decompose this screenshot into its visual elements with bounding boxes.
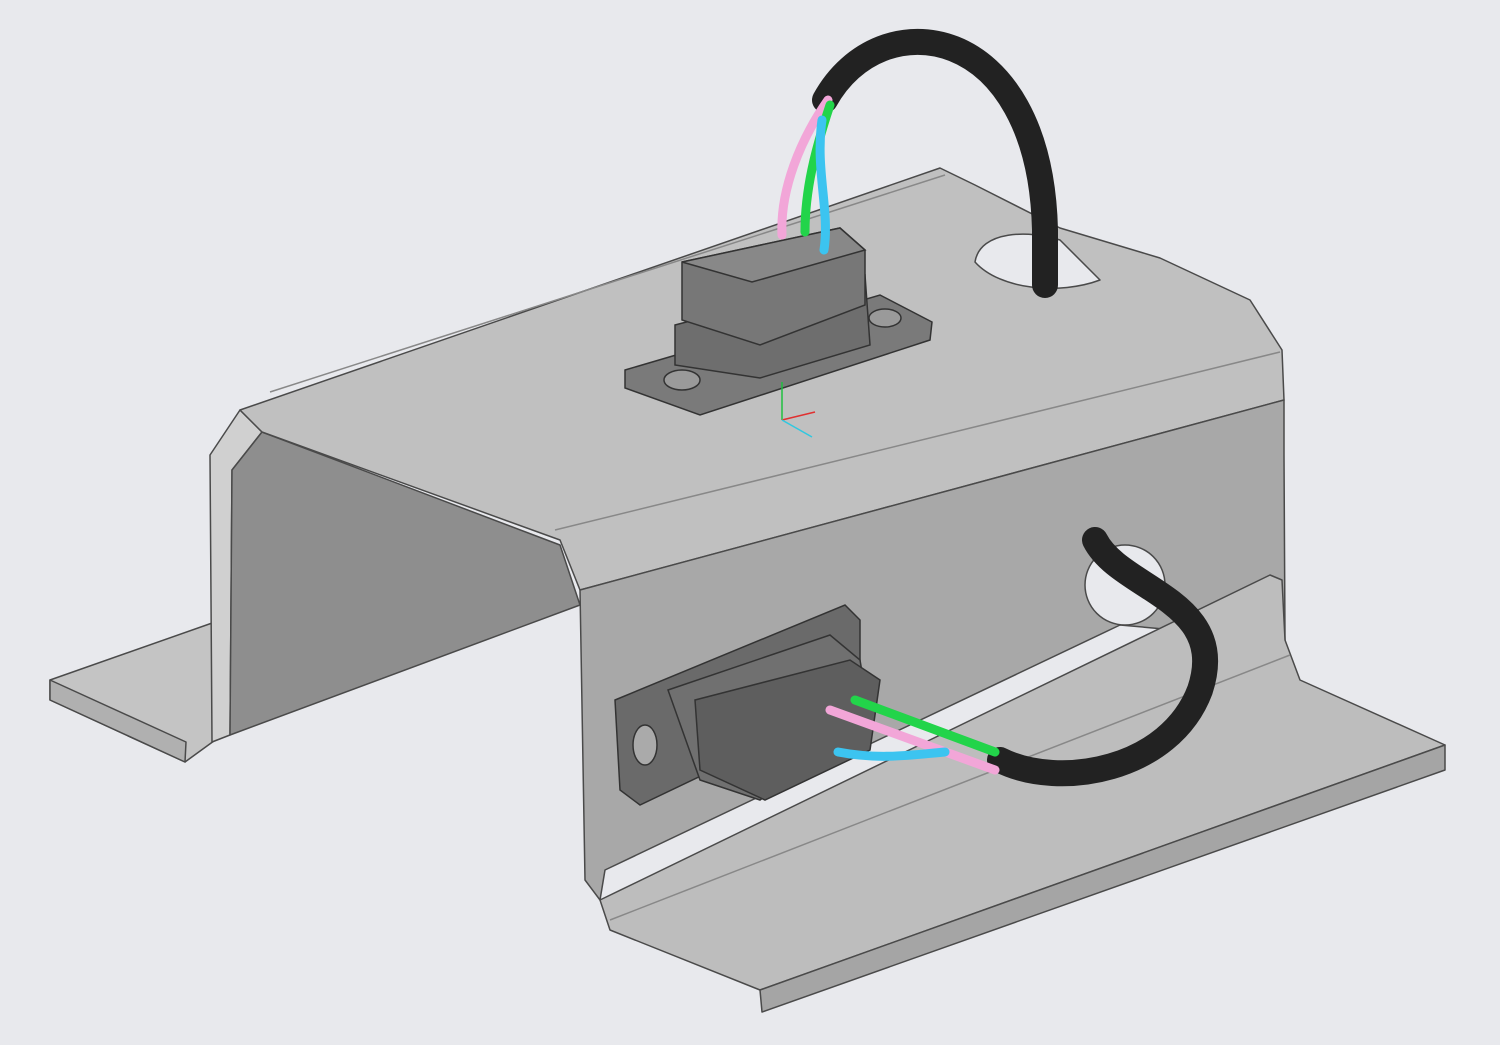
- inner-wall-shadow: [229, 431, 581, 736]
- connector-front-shell: [694, 659, 881, 801]
- bend-line-2: [554, 351, 1281, 531]
- connector-top[interactable]: [624, 227, 933, 416]
- bend-line-1: [269, 174, 946, 393]
- connector-front[interactable]: [614, 604, 881, 806]
- mount-hole-icon: [663, 369, 701, 391]
- cable-top: [777, 28, 1058, 298]
- axis-z-icon: [781, 419, 813, 438]
- cable-jacket: [812, 28, 1058, 298]
- coordinate-triad-icon: [781, 382, 816, 438]
- wire-pink: [777, 95, 833, 240]
- axis-x-icon: [781, 411, 816, 421]
- mount-hole-icon: [632, 724, 658, 766]
- wire-green: [850, 695, 1000, 757]
- wire-blue: [833, 747, 950, 761]
- cable-jacket: [987, 527, 1219, 787]
- left-flange-edge: [49, 679, 187, 763]
- bend-line-3: [609, 654, 1291, 921]
- wire-pink: [825, 705, 1000, 775]
- right-flange: [599, 574, 1446, 991]
- mount-hole-icon: [868, 308, 902, 328]
- right-flange-edge: [759, 744, 1446, 1013]
- cable-front: [825, 527, 1219, 787]
- wire-blue: [815, 115, 830, 255]
- connector-top-face: [681, 227, 867, 283]
